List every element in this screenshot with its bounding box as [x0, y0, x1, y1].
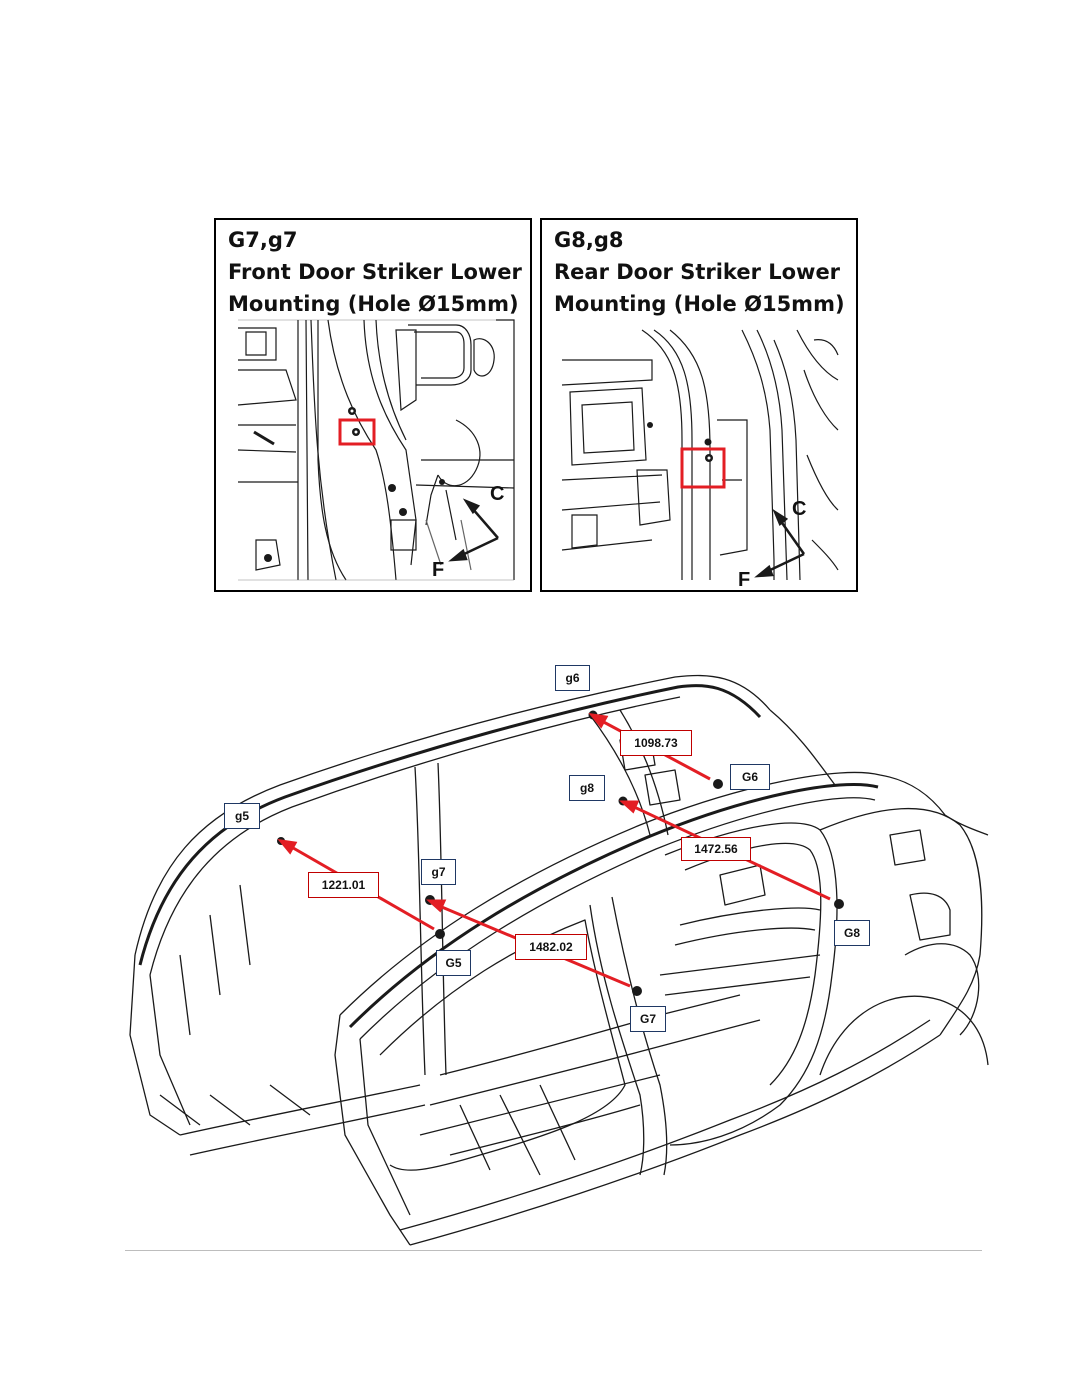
- panel-code: G8,g8: [554, 228, 624, 252]
- panel-code: G7,g7: [228, 228, 298, 252]
- dir-c-label: C: [490, 483, 504, 505]
- dir-f-label: F: [738, 569, 750, 590]
- front-striker-drawing: C F: [237, 319, 515, 581]
- rear-striker-drawing: C F: [561, 329, 839, 590]
- panel-desc-line2: Mounting (Hole Ø15mm): [228, 292, 519, 316]
- point-label-g6: g6: [555, 665, 590, 691]
- detail-panel-front-striker: G7,g7 Front Door Striker Lower Mounting …: [214, 218, 532, 592]
- panel-desc-line1: Front Door Striker Lower: [228, 260, 522, 284]
- point-label-g8: g8: [569, 775, 605, 801]
- point-label-G7: G7: [630, 1006, 666, 1032]
- point-label-G5: G5: [436, 950, 471, 976]
- point-label-G6: G6: [730, 764, 770, 790]
- dimension-g7-G7: 1482.02: [515, 934, 587, 960]
- dir-f-label: F: [432, 559, 444, 581]
- footer-divider: [125, 1250, 982, 1251]
- vehicle-body-diagram: [129, 674, 989, 1246]
- panel-desc-line1: Rear Door Striker Lower: [554, 260, 841, 284]
- point-label-g7: g7: [421, 859, 456, 885]
- dir-c-label: C: [792, 498, 806, 520]
- detail-panel-rear-striker: G8,g8 Rear Door Striker Lower Mounting (…: [540, 218, 858, 592]
- panel-title: G7,g7 Front Door Striker Lower Mounting …: [228, 224, 522, 320]
- panel-desc-line2: Mounting (Hole Ø15mm): [554, 292, 845, 316]
- dimension-g8-G8: 1472.56: [681, 837, 751, 861]
- dimension-g6-G6: 1098.73: [620, 730, 692, 756]
- panel-title: G8,g8 Rear Door Striker Lower Mounting (…: [554, 224, 845, 320]
- point-label-G8: G8: [834, 920, 870, 946]
- point-label-g5: g5: [224, 803, 260, 829]
- dimension-g5-G5: 1221.01: [308, 872, 379, 898]
